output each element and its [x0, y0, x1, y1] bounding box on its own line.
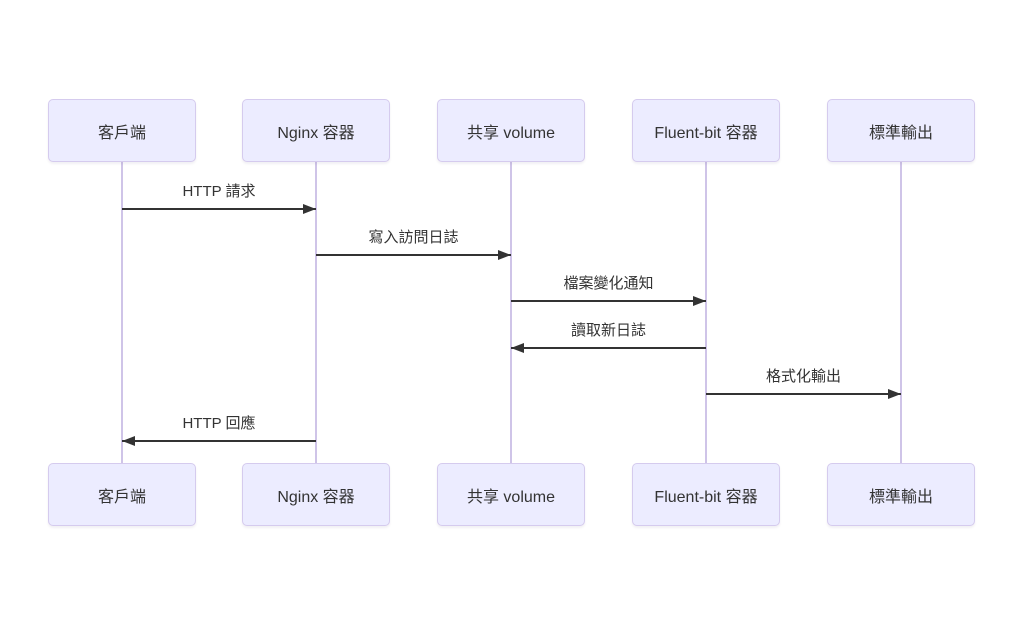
actor-label: Fluent-bit 容器: [654, 488, 758, 506]
arrow-line: [511, 343, 706, 353]
lifeline-stdout: [900, 162, 902, 463]
arrow-line: [122, 436, 316, 446]
lifeline-fluentbit: [705, 162, 707, 463]
arrow-line: [316, 250, 511, 260]
message-file-change-notify: 檔案變化通知: [511, 275, 706, 306]
actor-label: 共享 volume: [466, 488, 556, 506]
actor-label: 標準輸出: [868, 488, 933, 506]
message-label: 寫入訪問日誌: [368, 229, 459, 246]
lifeline-volume: [510, 162, 512, 463]
actor-volume-bottom: 共享 volume: [437, 463, 585, 526]
actor-fluentbit-top: Fluent-bit 容器: [632, 99, 780, 162]
actor-fluentbit-bottom: Fluent-bit 容器: [632, 463, 780, 526]
message-label: HTTP 請求: [182, 183, 256, 200]
actor-client-bottom: 客戶端: [48, 463, 196, 526]
message-formatted-output: 格式化輸出: [706, 368, 901, 399]
message-write-access-log: 寫入訪問日誌: [316, 229, 511, 260]
message-label: 格式化輸出: [765, 368, 841, 385]
arrowhead-left-icon: [511, 343, 524, 353]
actor-nginx-top: Nginx 容器: [242, 99, 390, 162]
arrowhead-right-icon: [498, 250, 511, 260]
actor-label: 客戶端: [97, 488, 146, 506]
message-label: HTTP 回應: [182, 415, 256, 432]
arrow-line: [122, 204, 316, 214]
actor-label: Fluent-bit 容器: [654, 124, 758, 142]
actor-client-top: 客戶端: [48, 99, 196, 162]
lifeline-client: [121, 162, 123, 463]
arrow-line: [511, 296, 706, 306]
message-http-response: HTTP 回應: [122, 415, 316, 446]
message-http-request: HTTP 請求: [122, 183, 316, 214]
actor-volume-top: 共享 volume: [437, 99, 585, 162]
actor-stdout-top: 標準輸出: [827, 99, 975, 162]
message-label: 檔案變化通知: [563, 275, 654, 292]
actor-nginx-bottom: Nginx 容器: [242, 463, 390, 526]
arrowhead-right-icon: [303, 204, 316, 214]
arrow-line: [706, 389, 901, 399]
arrowhead-right-icon: [693, 296, 706, 306]
arrowhead-right-icon: [888, 389, 901, 399]
arrowhead-left-icon: [122, 436, 135, 446]
message-label: 讀取新日誌: [570, 322, 646, 339]
lifeline-nginx: [315, 162, 317, 463]
actor-label: Nginx 容器: [277, 488, 355, 506]
actor-label: 共享 volume: [466, 124, 556, 142]
actor-label: 標準輸出: [868, 124, 933, 142]
message-read-new-log: 讀取新日誌: [511, 322, 706, 353]
actor-stdout-bottom: 標準輸出: [827, 463, 975, 526]
actor-label: 客戶端: [97, 124, 146, 142]
actor-label: Nginx 容器: [277, 124, 355, 142]
